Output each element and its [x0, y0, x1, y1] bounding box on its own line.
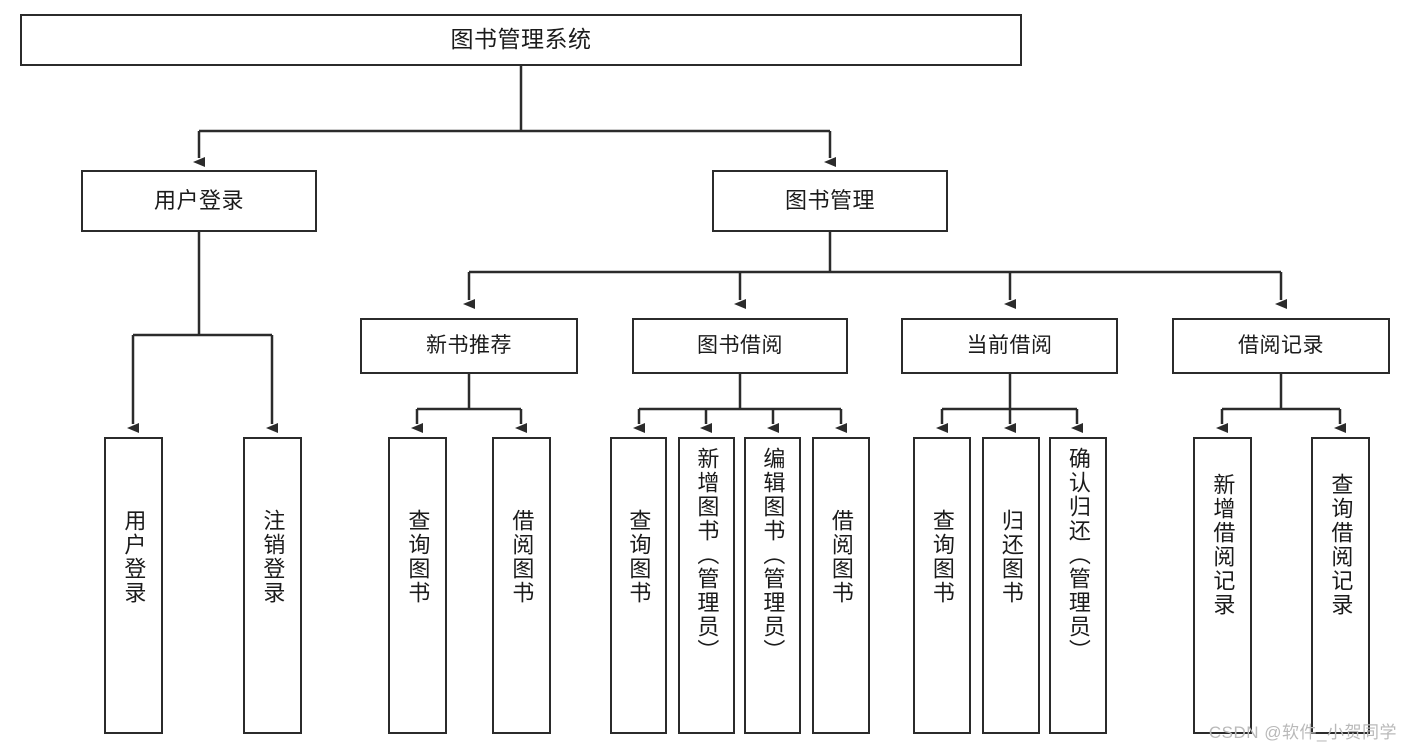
node-borrow-record[interactable]: 借阅记录 [1172, 318, 1390, 374]
node-book-management-label: 图书管理 [784, 188, 875, 214]
leaf-record-add-record[interactable]: 新增借阅记录 [1193, 437, 1252, 734]
leaf-current-confirm-return[interactable]: 确认归还（管理员） [1049, 437, 1107, 734]
leaf-borrow-add-book[interactable]: 新增图书（管理员） [678, 437, 735, 734]
node-borrow-record-label: 借阅记录 [1238, 333, 1324, 357]
node-book-borrow-label: 图书借阅 [697, 333, 783, 357]
leaf-recommend-query-book-label: 查询图书 [405, 509, 431, 605]
leaf-borrow-edit-book[interactable]: 编辑图书（管理员） [744, 437, 801, 734]
leaf-record-add-record-label: 新增借阅记录 [1210, 473, 1236, 617]
node-current-borrow[interactable]: 当前借阅 [901, 318, 1118, 374]
leaf-borrow-borrow-book[interactable]: 借阅图书 [812, 437, 870, 734]
leaf-record-query-record-label: 查询借阅记录 [1328, 473, 1354, 617]
node-new-book-recommend-label: 新书推荐 [426, 333, 512, 357]
leaf-borrow-query-book[interactable]: 查询图书 [610, 437, 667, 734]
leaf-user-login-login[interactable]: 用户登录 [104, 437, 163, 734]
leaf-recommend-borrow-book-label: 借阅图书 [509, 509, 535, 605]
leaf-borrow-edit-book-label: 编辑图书（管理员） [760, 447, 786, 663]
node-user-login[interactable]: 用户登录 [81, 170, 317, 232]
leaf-user-login-logout[interactable]: 注销登录 [243, 437, 302, 734]
node-root[interactable]: 图书管理系统 [20, 14, 1022, 66]
leaf-user-login-login-label: 用户登录 [121, 509, 147, 605]
leaf-recommend-borrow-book[interactable]: 借阅图书 [492, 437, 551, 734]
node-new-book-recommend[interactable]: 新书推荐 [360, 318, 578, 374]
node-current-borrow-label: 当前借阅 [966, 333, 1053, 357]
node-root-label: 图书管理系统 [450, 26, 592, 53]
node-book-borrow[interactable]: 图书借阅 [632, 318, 848, 374]
leaf-current-return-book-label: 归还图书 [998, 509, 1024, 605]
node-user-login-label: 用户登录 [153, 188, 244, 214]
leaf-current-confirm-return-label: 确认归还（管理员） [1065, 447, 1091, 663]
leaf-borrow-add-book-label: 新增图书（管理员） [694, 447, 720, 663]
leaf-recommend-query-book[interactable]: 查询图书 [388, 437, 447, 734]
leaf-record-query-record[interactable]: 查询借阅记录 [1311, 437, 1370, 734]
csdn-watermark: CSDN @软件_小贺同学 [1208, 723, 1397, 742]
leaf-current-return-book[interactable]: 归还图书 [982, 437, 1040, 734]
leaf-current-query-book-label: 查询图书 [929, 509, 955, 605]
node-book-management[interactable]: 图书管理 [712, 170, 948, 232]
leaf-borrow-borrow-book-label: 借阅图书 [828, 509, 854, 605]
leaf-current-query-book[interactable]: 查询图书 [913, 437, 971, 734]
leaf-borrow-query-book-label: 查询图书 [626, 509, 652, 605]
leaf-user-login-logout-label: 注销登录 [260, 509, 286, 605]
